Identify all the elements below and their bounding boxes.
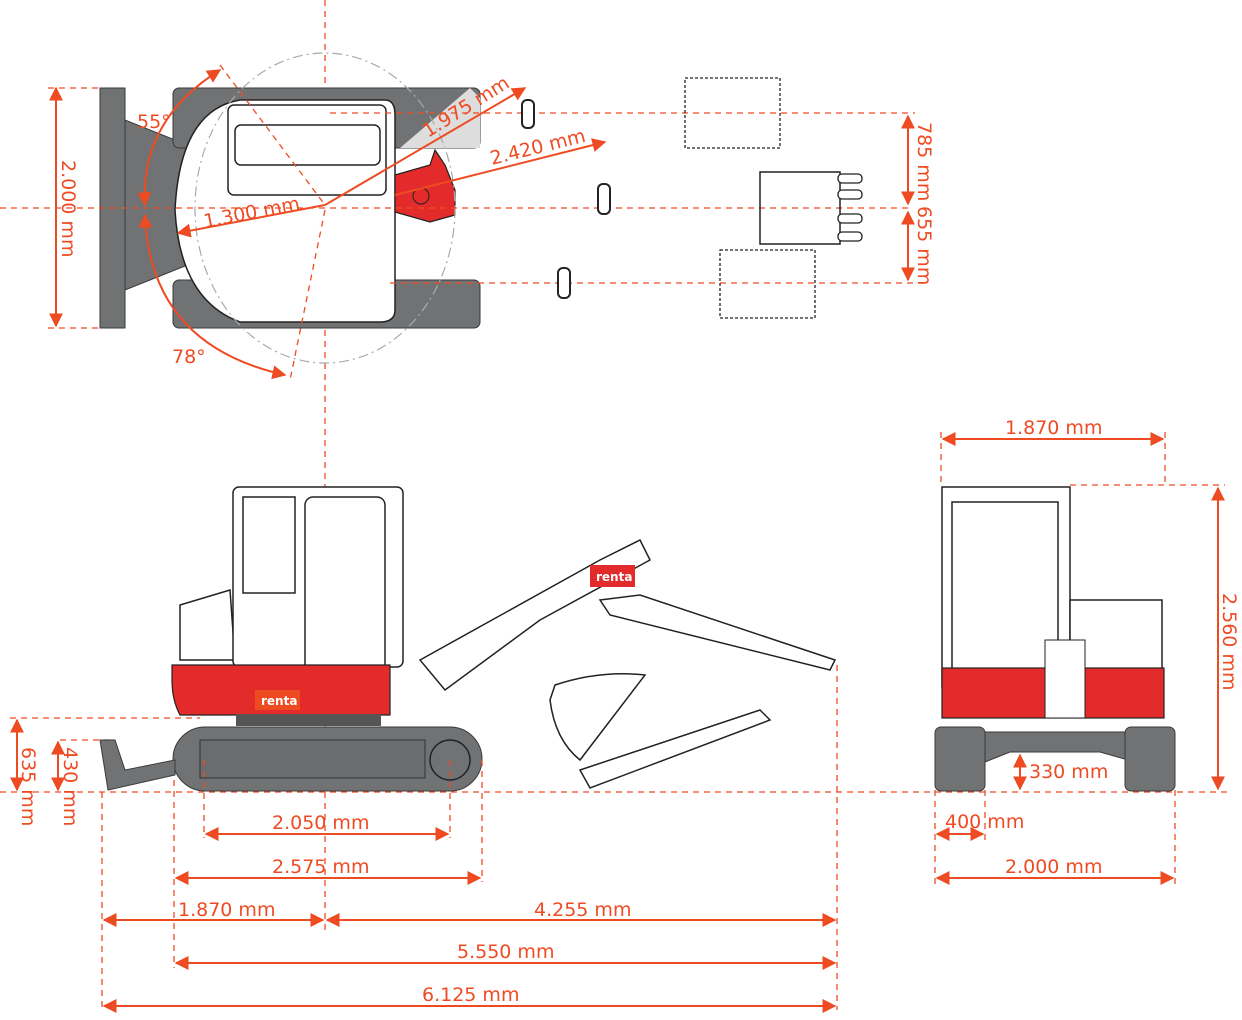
cab-window <box>242 496 296 594</box>
track-front-left <box>934 726 986 792</box>
front-view: 1.870 mm 2.560 mm 330 mm 400 mm 2.000 mm <box>934 417 1240 885</box>
overall-width-label: 2.000 mm <box>1005 856 1102 878</box>
track-front-right <box>1124 726 1176 792</box>
bucket-offset-2-label: 655 mm <box>913 206 935 285</box>
boom-logo-badge <box>590 565 635 587</box>
center-to-front-label: 4.255 mm <box>534 899 631 921</box>
swing-angle-right-arc <box>138 213 287 380</box>
bucket-offset-1-label: 785 mm <box>913 122 935 201</box>
track-length-label: 2.575 mm <box>272 856 369 878</box>
blade-width-label: 2.000 mm <box>57 160 79 257</box>
tumbler-distance-label: 2.050 mm <box>272 812 369 834</box>
swing-angle-left-arc <box>137 69 222 207</box>
blade-lift-label: 635 mm <box>17 747 39 826</box>
side-view: renta renta 635 mm 430 mm 2.050 mm <box>0 486 1230 1013</box>
transport-length-label: 5.550 mm <box>457 941 554 963</box>
dozer-blade-side <box>99 739 176 791</box>
cab-door <box>304 496 386 678</box>
overall-height-label: 2.560 mm <box>1218 593 1240 690</box>
blade-depth-label: 430 mm <box>59 747 81 826</box>
boom-swing-bracket <box>394 148 456 223</box>
boom-logo: renta <box>596 570 632 584</box>
body-logo: renta <box>261 694 297 708</box>
bucket-side <box>549 673 647 762</box>
radius-2-label: 2.420 mm <box>488 125 588 170</box>
bucket-center <box>759 171 841 245</box>
ground-clearance-label: 330 mm <box>1029 761 1108 783</box>
swing-right-angle-label: 78° <box>172 346 206 368</box>
bucket-outlines <box>684 77 816 319</box>
arm-lower <box>578 709 772 789</box>
upper-width-label: 1.870 mm <box>1005 417 1102 439</box>
boom-shadow <box>400 88 480 148</box>
rear-to-center-label: 1.870 mm <box>178 899 275 921</box>
swing-left-angle-label: 55° <box>137 111 171 133</box>
total-length-label: 6.125 mm <box>422 984 519 1006</box>
arm <box>598 594 837 671</box>
track-width-label: 400 mm <box>945 811 1024 833</box>
top-view: 55° 78° 1.975 mm 2.420 mm 1.300 mm 2.000… <box>0 52 935 381</box>
